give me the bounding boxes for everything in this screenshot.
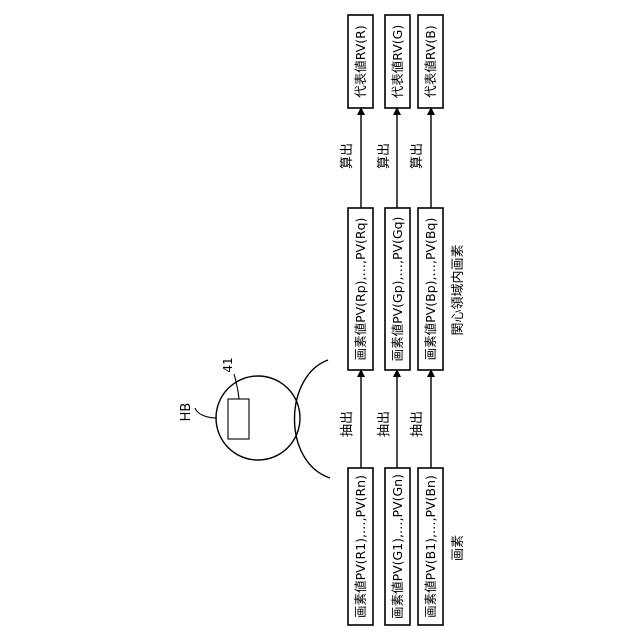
- rep-text-b: 代表値RV(B): [423, 25, 438, 97]
- roi-text-g: 画素値PV(Gp),…,PV(Gq): [390, 217, 405, 362]
- pixel-caption: 画素: [451, 535, 466, 561]
- pixel-text-b: 画素値PV(B1),…,PV(Bn): [423, 475, 438, 618]
- roi-text-b: 画素値PV(Bp),…,PV(Bq): [423, 218, 438, 361]
- rep-text-r: 代表値RV(R): [353, 25, 368, 98]
- extract-label-g: 抽出: [377, 411, 392, 437]
- pixel-text-g: 画素値PV(G1),…,PV(Gn): [390, 474, 405, 619]
- roi-text-r: 画素値PV(Rp),…,PV(Rq): [353, 218, 368, 361]
- rep-text-g: 代表値RV(G): [390, 25, 405, 99]
- compute-label-b: 算出: [410, 143, 425, 169]
- compute-arrows: 算出 算出 算出: [340, 108, 431, 208]
- sensor-label: 41: [221, 357, 235, 372]
- extract-arrows: 抽出 抽出 抽出: [340, 370, 431, 468]
- representative-values-group: 代表値RV(R) 代表値RV(G) 代表値RV(B): [348, 15, 443, 108]
- pixel-text-r: 画素値PV(R1),…,PV(Rn): [353, 475, 368, 618]
- extract-label-r: 抽出: [340, 411, 355, 437]
- head-illustration: HB 41: [179, 357, 330, 478]
- head-leader-line: [195, 408, 217, 418]
- pixel-values-group: 画素値PV(R1),…,PV(Rn) 画素値PV(G1),…,PV(Gn) 画素…: [348, 468, 466, 625]
- roi-values-group: 画素値PV(Rp),…,PV(Rq) 画素値PV(Gp),…,PV(Gq) 画素…: [348, 208, 466, 370]
- sensor-box: [228, 399, 249, 439]
- head-label: HB: [179, 403, 194, 422]
- sensor-leader-line: [234, 374, 239, 399]
- roi-caption: 関心領域内画素: [450, 244, 466, 335]
- compute-label-g: 算出: [377, 143, 392, 169]
- compute-label-r: 算出: [340, 143, 355, 169]
- head-circle: [216, 376, 300, 460]
- extract-label-b: 抽出: [410, 411, 425, 437]
